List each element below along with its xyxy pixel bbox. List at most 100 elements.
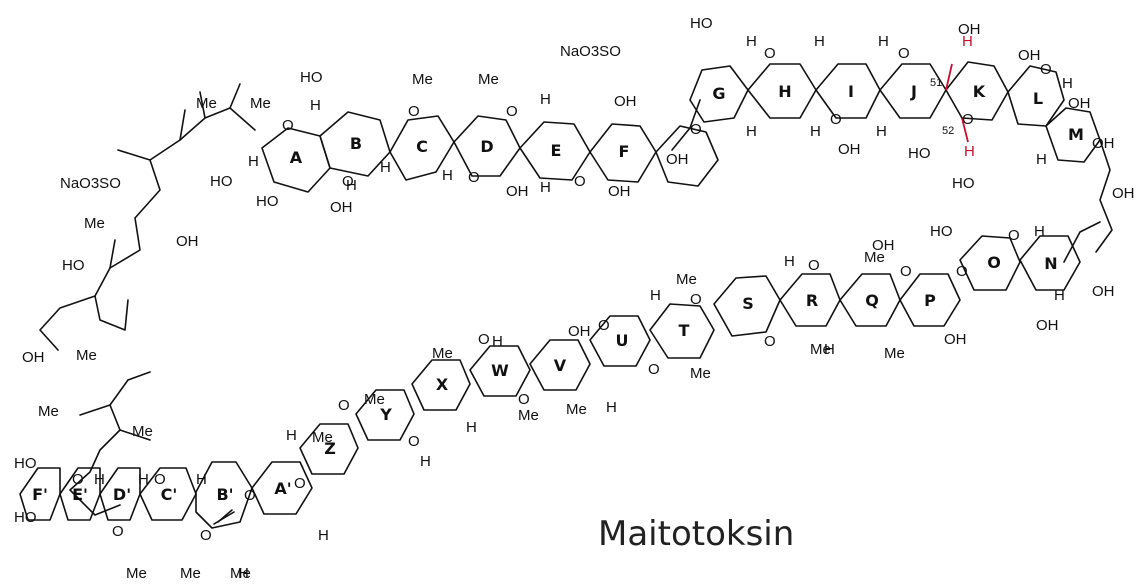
oxygen-label: O	[956, 263, 968, 280]
sulfate-label: NaO3SO	[60, 175, 121, 192]
sulfate-label: NaO3SO	[560, 43, 621, 60]
oxygen-label: O	[478, 331, 490, 348]
oxygen-label: O	[112, 523, 124, 540]
position-51-label: 51	[930, 77, 942, 89]
position-52-label: 52	[942, 125, 954, 137]
oxygen-label: O	[518, 391, 530, 408]
hydrogen-label: H	[1062, 75, 1073, 92]
methyl-label: Me	[432, 345, 453, 362]
hydroxyl-label: OH	[944, 331, 967, 348]
hydrogen-label: H	[876, 123, 887, 140]
methyl-label: Me	[478, 71, 499, 88]
hydroxyl-label: HO	[952, 175, 975, 192]
highlight-bonds	[945, 63, 969, 143]
hydroxyl-label: OH	[614, 93, 637, 110]
methyl-label: Me	[864, 249, 885, 266]
ring-O: O	[987, 253, 1001, 272]
ring-J: J	[910, 82, 917, 101]
ring-D-prime: D'	[113, 485, 131, 504]
oxygen-label: O	[690, 121, 702, 138]
hydrogen-label: H	[138, 471, 149, 488]
ring-M: M	[1068, 125, 1084, 144]
hydrogen-label: H	[318, 527, 329, 544]
ring-A-prime: A'	[274, 479, 291, 498]
ring-Q: Q	[865, 291, 879, 310]
ring-G: G	[712, 84, 725, 103]
ring-F-prime: F'	[32, 485, 48, 504]
hydrogen-label: H	[1054, 287, 1065, 304]
hydrogen-label: H	[540, 91, 551, 108]
ring-P: P	[924, 291, 936, 310]
hydrogen-label: H	[420, 453, 431, 470]
methyl-label: Me	[196, 95, 217, 112]
hydrogen-label: H	[380, 159, 391, 176]
ring-Z: Z	[324, 439, 336, 458]
methyl-label: Me	[230, 565, 251, 582]
hydrogen-label: H	[94, 471, 105, 488]
ring-F: F	[619, 142, 630, 161]
hydroxyl-label: OH	[176, 233, 199, 250]
hydrogen-label: H	[878, 33, 889, 50]
hydroxyl-label: OH	[568, 323, 591, 340]
ring-C: C	[416, 137, 428, 156]
oxygen-label: O	[244, 487, 256, 504]
ring-Y: Y	[379, 405, 392, 424]
hydroxyl-label: HO	[930, 223, 953, 240]
oxygen-label: O	[808, 257, 820, 274]
hydroxyl-label: HO	[908, 145, 931, 162]
hydrogen-label: H	[540, 179, 551, 196]
ring-E: E	[551, 141, 562, 160]
hydrogen-label: H	[238, 565, 249, 582]
methyl-label: Me	[76, 347, 97, 364]
ring-S: S	[742, 294, 754, 313]
methyl-label: Me	[180, 565, 201, 582]
hydrogen-label: H	[286, 427, 297, 444]
hydrogen-label: H	[442, 167, 453, 184]
ring-W: W	[491, 361, 509, 380]
hydroxyl-label: OH	[958, 21, 981, 38]
ring-E-prime: E'	[72, 485, 88, 504]
hydroxyl-label: OH	[608, 183, 631, 200]
oxygen-label: O	[506, 103, 518, 120]
ring-K: K	[973, 82, 986, 101]
hydrogen-label: H	[248, 153, 259, 170]
ring-L: L	[1033, 89, 1043, 108]
methyl-label: Me	[84, 215, 105, 232]
oxygen-label: O	[342, 173, 354, 190]
hydrogen-label: H	[1034, 223, 1045, 240]
methyl-label: Me	[518, 407, 539, 424]
ring-R: R	[806, 291, 818, 310]
hydroxyl-label: OH	[1018, 47, 1041, 64]
oxygen-label: O	[408, 103, 420, 120]
oxygen-label: O	[72, 471, 84, 488]
oxygen-label: O	[1040, 61, 1052, 78]
oxygen-label: O	[574, 173, 586, 190]
hydroxyl-label: HO	[14, 509, 37, 526]
hydroxyl-label: OH	[1112, 185, 1135, 202]
hydrogen-label: H	[310, 97, 321, 114]
oxygen-label: O	[690, 291, 702, 308]
methyl-label: Me	[810, 341, 831, 358]
hydrogen-label: H	[466, 419, 477, 436]
hydrogen-label: H	[964, 143, 975, 160]
hydroxyl-label: OH	[666, 151, 689, 168]
ring-N: N	[1044, 254, 1057, 273]
oxygen-label: O	[408, 433, 420, 450]
oxygen-label: O	[294, 475, 306, 492]
hydroxyl-label: OH	[1092, 283, 1115, 300]
oxygen-label: O	[598, 317, 610, 334]
methyl-label: Me	[38, 403, 59, 420]
oxygen-label: O	[282, 117, 294, 134]
hydrogen-label: H	[1036, 151, 1047, 168]
oxygen-label: O	[962, 111, 974, 128]
hydroxyl-label: OH	[506, 183, 529, 200]
ring-A: A	[290, 148, 303, 167]
oxygen-label: O	[830, 111, 842, 128]
hydrogen-label: H	[492, 333, 503, 350]
methyl-label: Me	[132, 423, 153, 440]
methyl-label: Me	[676, 271, 697, 288]
hydroxyl-label: OH	[838, 141, 861, 158]
ring-I: I	[848, 82, 854, 101]
ring-U: U	[616, 331, 629, 350]
